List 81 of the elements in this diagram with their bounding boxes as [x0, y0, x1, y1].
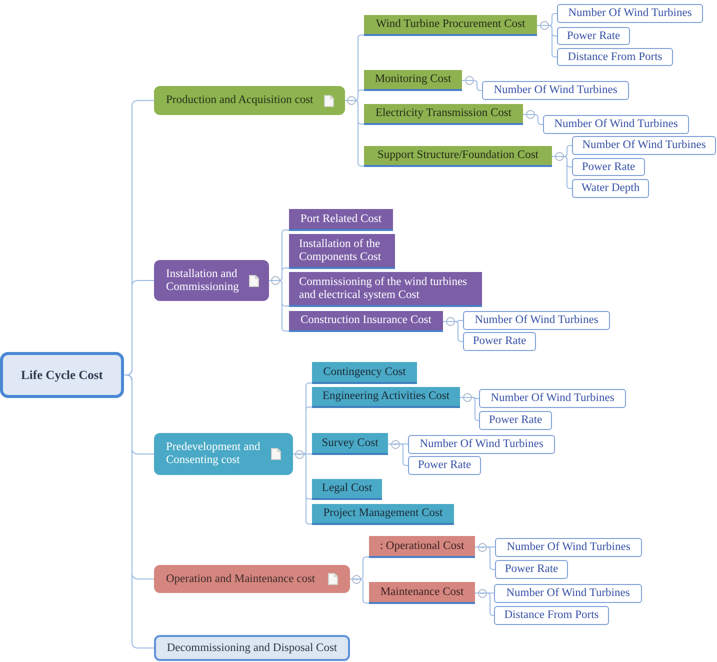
leaf-topic-box: [557, 48, 673, 66]
topic-text: Port Related Cost: [300, 212, 382, 226]
subtopic-box: [312, 433, 388, 455]
topic-text: Number Of Wind Turbines: [506, 541, 630, 554]
topic-text: Construction Insurance Cost: [300, 314, 432, 327]
leaf-topic-box: [479, 411, 552, 430]
topic-text: Operation and Maintenance cost: [166, 572, 316, 586]
subtopic-box: [312, 362, 417, 384]
main-topic-box: [154, 565, 350, 593]
leaf-topic-box: [572, 136, 716, 155]
topic-text: Power Rate: [488, 414, 542, 427]
leaf-topic-box: [495, 560, 568, 579]
leaf-topic-box: [482, 81, 629, 100]
topic-text: Life Cycle Cost: [21, 368, 103, 382]
leaf-topic-box: [463, 332, 536, 351]
topic-text: Power Rate: [566, 30, 620, 42]
subtopic-box: [364, 15, 537, 36]
topic-text: Commissioning of the wind turbines and electrical system Cost: [299, 276, 468, 302]
topic-text: Power Rate: [504, 563, 558, 576]
topic-text: Installation and Commissioning: [166, 268, 240, 294]
topic-text: Survey Cost: [322, 436, 378, 450]
subtopic-box: [312, 387, 460, 408]
topic-text: Distance From Ports: [568, 50, 662, 64]
subtopic-box: [312, 504, 454, 525]
topic-text: Contingency Cost: [323, 366, 406, 378]
subtopic-box: [289, 209, 393, 231]
topic-text: Number Of Wind Turbines: [582, 139, 706, 152]
leaf-topic-box: [543, 115, 689, 134]
leaf-topic-box: [463, 311, 610, 330]
topic-text: Wind Turbine Procurement Cost: [376, 18, 526, 31]
topic-text: Number Of Wind Turbines: [568, 7, 692, 20]
topic-text: Project Management Cost: [323, 507, 443, 520]
topic-text: Installation of the Components Cost: [299, 238, 382, 264]
connector-line: [522, 114, 544, 125]
main-topic-box: [154, 433, 293, 475]
leaf-topic-box: [557, 27, 630, 45]
connector-line: [124, 374, 154, 648]
topic-text: Production and Acquisition cost: [166, 94, 314, 107]
main-topic-box: [154, 635, 350, 661]
main-topic-box: [154, 86, 345, 115]
central-topic-box: [0, 352, 124, 398]
subtopic-box: [364, 70, 462, 91]
subtopic-box: [289, 234, 395, 269]
topic-text: Power Rate: [472, 335, 526, 348]
topic-text: Predevelopment and Consenting cost: [166, 441, 262, 467]
leaf-topic-box: [572, 179, 649, 198]
subtopic-box: [364, 146, 552, 167]
topic-text: Number Of Wind Turbines: [506, 587, 630, 600]
subtopic-box: [369, 582, 475, 604]
topic-text: Water Depth: [581, 182, 640, 195]
subtopic-box: [364, 104, 523, 125]
topic-text: Decommissioning and Disposal Cost: [166, 642, 338, 654]
subtopic-box: [289, 311, 443, 332]
main-topic-box: [154, 260, 269, 301]
topic-text: Number Of Wind Turbines: [554, 118, 678, 131]
topic-text: Power Rate: [418, 459, 472, 472]
topic-text: : Operational Cost: [380, 540, 464, 552]
subtopic-box: [312, 479, 382, 500]
topic-text: Number Of Wind Turbines: [490, 392, 614, 405]
topic-text: Maintenance Cost: [380, 586, 464, 598]
topic-text: Number Of Wind Turbines: [420, 438, 544, 451]
subtopic-box: [369, 536, 475, 558]
subtopic-box: [289, 272, 482, 307]
topic-text: Monitoring Cost: [374, 73, 452, 86]
topic-text: Power Rate: [582, 160, 636, 174]
topic-text: Engineering Activities Cost: [322, 390, 450, 403]
topic-text: Distance From Ports: [504, 609, 599, 622]
leaf-topic-box: [479, 389, 626, 408]
topic-text: Electricity Transmission Cost: [375, 107, 512, 120]
connector-line: [462, 80, 482, 91]
leaf-topic-box: [494, 584, 642, 603]
topic-text: Support Structure/Foundation Cost: [378, 149, 538, 162]
leaf-topic-box: [495, 538, 642, 557]
leaf-topic-box: [557, 4, 703, 23]
topic-text: Number Of Wind Turbines: [494, 84, 618, 97]
leaf-topic-box: [494, 606, 609, 625]
topic-text: Number Of Wind Turbines: [474, 314, 598, 327]
leaf-topic-box: [572, 158, 645, 176]
leaf-topic-box: [408, 435, 555, 454]
leaf-topic-box: [408, 456, 481, 475]
topic-text: Legal Cost: [322, 482, 372, 495]
